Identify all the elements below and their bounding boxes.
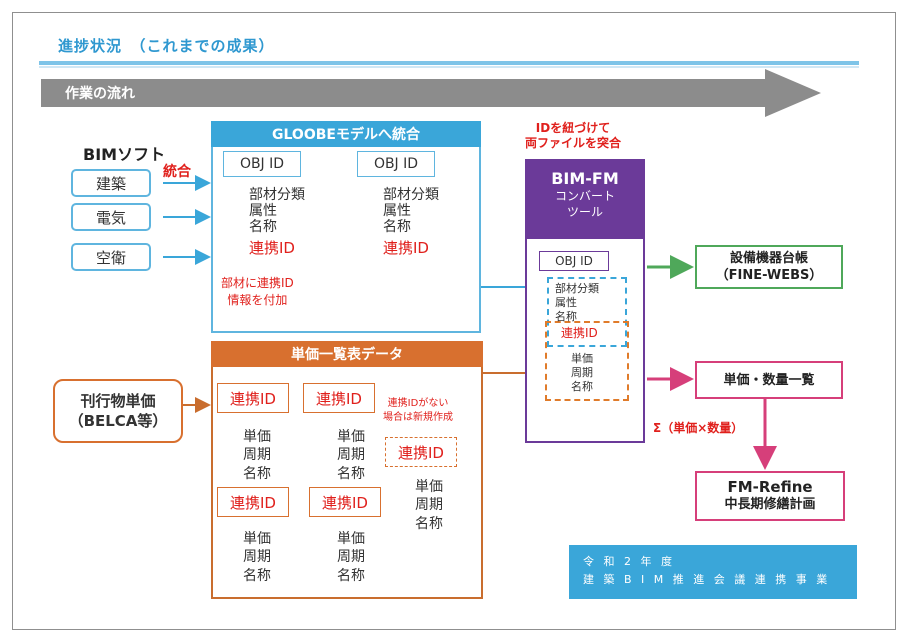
sigma-formula: Σ（単価×数量） xyxy=(653,421,744,435)
belca-line2: （BELCA等） xyxy=(68,412,168,430)
fm-note: IDを紐づけて 両ファイルを突合 xyxy=(525,121,621,151)
fm-attr-1: 部材分類 xyxy=(555,282,599,295)
globe-attr-1-2: 属性 xyxy=(249,203,277,219)
fm-obj-id: OBJ ID xyxy=(539,251,609,271)
fm-sub-attr-3: 名称 xyxy=(571,380,593,393)
globe-attr-2-2: 属性 xyxy=(383,203,411,219)
tanka-3-attr-3: 名称 xyxy=(243,568,271,584)
slide: 進捗状況 （これまでの成果） 作業の流れ BIMソフト 統合 建築 電気 空衛 … xyxy=(12,12,896,630)
tanka-4-attr-3: 名称 xyxy=(337,568,365,584)
integrate-label: 統合 xyxy=(163,164,191,180)
tanka-1-attr-1: 単価 xyxy=(243,429,271,445)
fm-note-line1: IDを紐づけて xyxy=(535,121,611,135)
fm-note-line2: 両ファイルを突合 xyxy=(525,136,622,150)
fm-header: BIM-FM コンバート ツール xyxy=(525,159,645,239)
equipment-line1: 設備機器台帳 xyxy=(729,251,808,266)
globe-note: 部材に連携ID 情報を付加 xyxy=(221,275,294,309)
fm-subtitle-line1: コンバート xyxy=(554,189,615,203)
tanka-3-attr-2: 周期 xyxy=(243,549,271,565)
globe-attr-2-1: 部材分類 xyxy=(383,187,439,203)
tanka-link-new: 連携ID xyxy=(385,437,457,467)
tanka-note-line1: 連携IDがない xyxy=(387,398,449,409)
page-title: 進捗状況 （これまでの成果） xyxy=(58,37,275,55)
tanka-link-2: 連携ID xyxy=(303,383,375,413)
globe-attr-2-3: 名称 xyxy=(383,219,411,235)
tanka-link-1: 連携ID xyxy=(217,383,289,413)
fm-orange-dashed-group xyxy=(545,321,629,401)
tanka-link-3: 連携ID xyxy=(217,487,289,517)
tanka-new-note: 連携IDがない 場合は新規作成 xyxy=(383,397,453,425)
globe-header: GLOOBEモデルへ統合 xyxy=(211,121,481,147)
fm-link: 連携ID xyxy=(561,326,598,340)
software-denki: 電気 xyxy=(71,203,151,231)
fm-subtitle-line2: ツール xyxy=(566,205,603,219)
software-kenchiku: 建築 xyxy=(71,169,151,197)
flow-arrow xyxy=(41,69,821,117)
globe-link-1: 連携ID xyxy=(249,239,295,257)
fm-attr-2: 属性 xyxy=(555,296,577,309)
tanka-4-attr-1: 単価 xyxy=(337,531,365,547)
tanka-1-attr-3: 名称 xyxy=(243,466,271,482)
fm-attr-3: 名称 xyxy=(555,310,577,323)
fm-refine-box: FM-Refine 中長期修繕計画 xyxy=(695,471,845,521)
belca-line1: 刊行物単価 xyxy=(80,392,156,410)
tanka-link-4: 連携ID xyxy=(309,487,381,517)
tanka-4-attr-2: 周期 xyxy=(337,549,365,565)
belca-box: 刊行物単価 （BELCA等） xyxy=(53,379,183,443)
fm-blue-dashed-group xyxy=(547,277,627,347)
globe-obj-id-1: OBJ ID xyxy=(223,151,301,177)
title-underline-light xyxy=(39,66,859,68)
tanka-2-attr-3: 名称 xyxy=(337,466,365,482)
tanka-2-attr-2: 周期 xyxy=(337,447,365,463)
fm-title: BIM-FM xyxy=(551,169,619,188)
globe-link-2: 連携ID xyxy=(383,239,429,257)
footer-line1: 令 和 2 年 度 xyxy=(583,555,675,568)
equipment-ledger-box: 設備機器台帳 （FINE-WEBS） xyxy=(695,245,843,289)
tanka-2-attr-1: 単価 xyxy=(337,429,365,445)
footer-banner: 令 和 2 年 度 建 築 B I M 推 進 会 議 連 携 事 業 xyxy=(569,545,857,599)
tanka-5-attr-1: 単価 xyxy=(415,479,443,495)
tanka-3-attr-1: 単価 xyxy=(243,531,271,547)
title-underline xyxy=(39,61,859,65)
tanka-note-line2: 場合は新規作成 xyxy=(383,412,453,423)
globe-attr-1-3: 名称 xyxy=(249,219,277,235)
equipment-line2: （FINE-WEBS） xyxy=(715,268,823,283)
globe-note-line2: 情報を付加 xyxy=(227,293,288,307)
globe-attr-1-1: 部材分類 xyxy=(249,187,305,203)
flow-label: 作業の流れ xyxy=(65,86,135,102)
fm-sub-attr-2: 周期 xyxy=(571,366,593,379)
price-quantity-box: 単価・数量一覧 xyxy=(695,361,843,399)
tanka-1-attr-2: 周期 xyxy=(243,447,271,463)
refine-line1: FM-Refine xyxy=(727,478,813,496)
tanka-5-attr-2: 周期 xyxy=(415,497,443,513)
fm-sub-attr-1: 単価 xyxy=(571,352,593,365)
globe-note-line1: 部材に連携ID xyxy=(221,276,294,290)
tanka-header: 単価一覧表データ xyxy=(211,341,483,367)
software-kuuei: 空衛 xyxy=(71,243,151,271)
footer-line2: 建 築 B I M 推 進 会 議 連 携 事 業 xyxy=(583,573,831,586)
bim-software-title: BIMソフト xyxy=(83,145,166,164)
globe-obj-id-2: OBJ ID xyxy=(357,151,435,177)
refine-line2: 中長期修繕計画 xyxy=(724,497,816,512)
tanka-5-attr-3: 名称 xyxy=(415,516,443,532)
